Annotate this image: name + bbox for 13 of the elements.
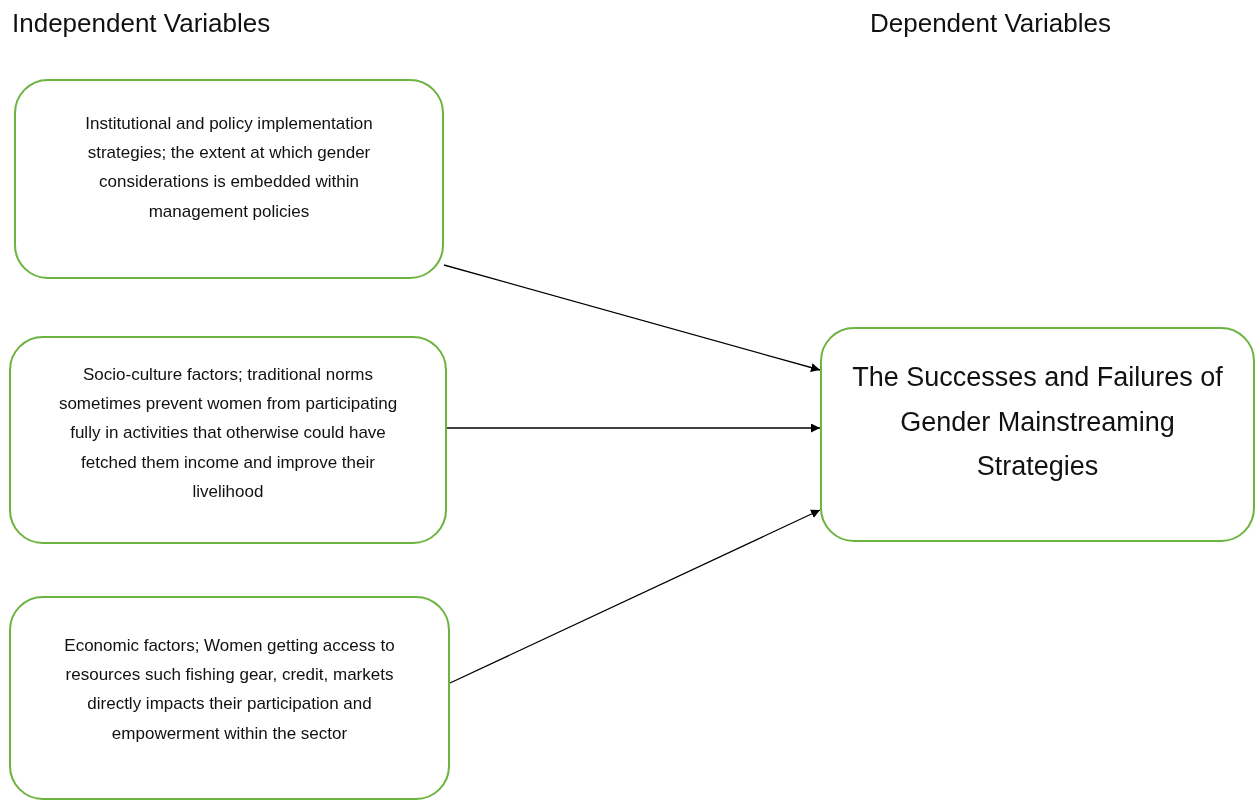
arrow — [443, 264, 821, 372]
rounded-box — [820, 327, 1255, 542]
arrow — [446, 423, 821, 433]
rounded-box — [14, 79, 444, 279]
outcome-text: The Successes and Failures of Gender Mainstreaming Strategies — [852, 361, 1223, 484]
column-heading: Independent Variables — [12, 8, 271, 39]
rounded-box — [9, 596, 450, 800]
rounded-box — [9, 336, 447, 544]
factor-text: Socio-culture factors; traditional norms sometimes prevent women from participating fully in activities that otherwise could have fetched them income and improve their livelihood — [57, 364, 399, 503]
factor-text: Institutional and policy implementation strategies; the extent at which gender considerations is embedded within management policies — [84, 113, 374, 223]
column-heading: Dependent Variables — [870, 8, 1111, 39]
arrow — [449, 509, 821, 684]
factor-text: Economic factors; Women getting access to resources such fishing gear, credit, markets directly impacts their participation and empowerment within the sector — [63, 635, 396, 745]
